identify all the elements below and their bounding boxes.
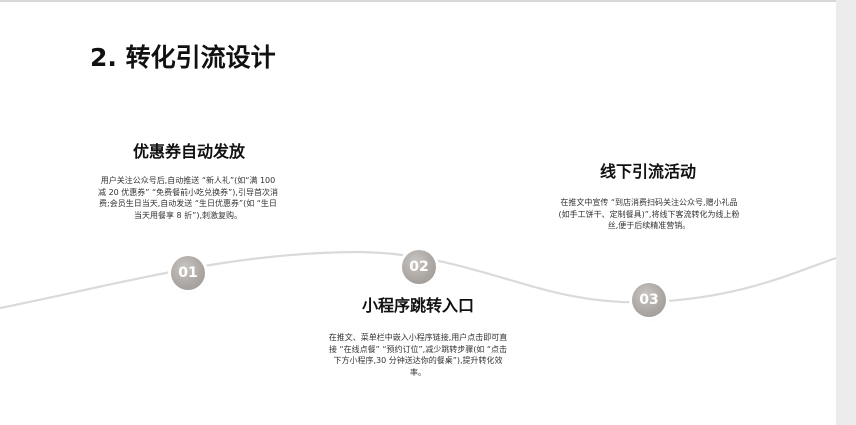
step-2-heading: 小程序跳转入口 [361,296,474,315]
step-3-body: 在推文中宣传 “到店消费扫码关注公众号,赠小礼品(如手工饼干、定制餐具)”,将线… [558,198,740,230]
step-3-marker: 03 [632,283,666,317]
step-2-marker: 02 [402,250,436,284]
step-1-body: 用户关注公众号后,自动推送 “新人礼”(如“满 100 减 20 优惠券” “免… [98,176,278,220]
step-2-body: 在推文、菜单栏中嵌入小程序链接,用户点击即可直接 “在线点餐” “预约订位”,减… [328,333,508,377]
step-1-heading: 优惠券自动发放 [132,142,245,161]
top-border [0,0,856,2]
step-1-marker: 01 [171,256,205,290]
wave-connector-line [0,250,836,310]
slide-title: 2. 转化引流设计 [90,43,276,72]
step-3-heading: 线下引流活动 [599,162,696,181]
window-right-gutter [836,0,856,425]
slide-canvas[interactable]: 2. 转化引流设计 优惠券自动发放 用户关注公众号后,自动推送 “新人礼”(如“… [0,2,836,425]
